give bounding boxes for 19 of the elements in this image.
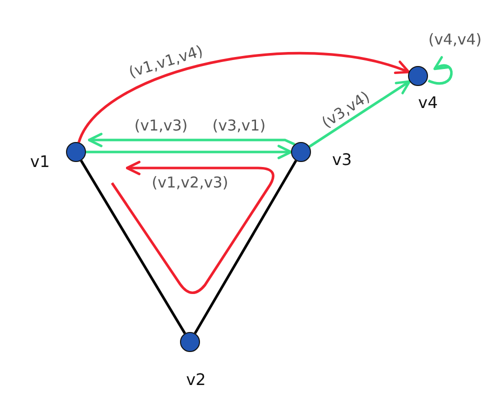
edge-label: (v3,v1)	[212, 118, 266, 134]
edge-label: (v1,v3)	[134, 118, 188, 134]
edge-label: (v4,v4)	[428, 32, 482, 48]
arrow	[88, 132, 296, 148]
edge-line	[194, 160, 298, 334]
arrow	[78, 52, 410, 143]
vertex-label: v4	[418, 95, 438, 111]
edge-line	[80, 160, 186, 334]
vertex-label: v1	[30, 154, 50, 170]
vertex-circle	[408, 66, 428, 86]
arrow	[428, 56, 453, 85]
vertex-circle	[66, 142, 86, 162]
arrow	[86, 144, 292, 160]
vertex-label: v3	[332, 152, 352, 168]
vertex-circle	[180, 332, 200, 352]
walk-label: (v1,v2,v3)	[152, 176, 228, 190]
vertex-circle	[291, 142, 311, 162]
arrow	[308, 80, 411, 148]
vertex-label: v2	[186, 372, 206, 388]
